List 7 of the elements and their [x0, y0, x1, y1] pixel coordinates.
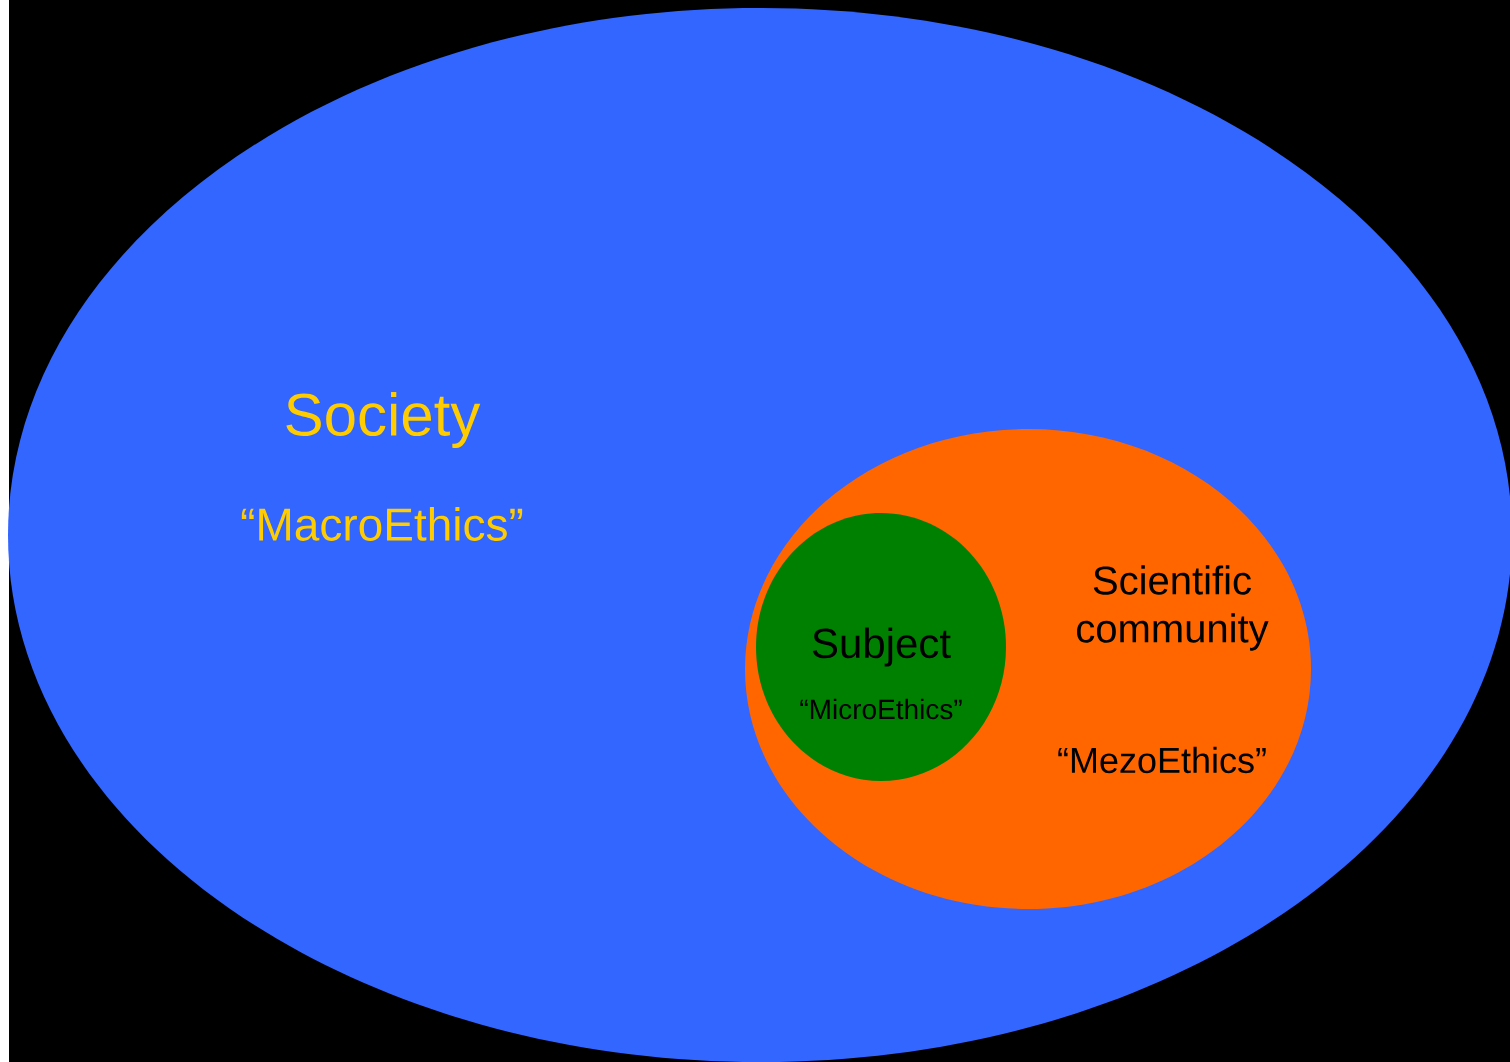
ellipse-title: Subject: [812, 627, 951, 667]
ethics-label: “MicroEthics”: [800, 698, 962, 720]
ellipse-title: Scientific community: [1077, 565, 1269, 651]
ethics-label: “MezoEthics”: [1058, 746, 1266, 774]
ellipse-title: Society: [286, 392, 481, 448]
subject-circle: [756, 513, 1006, 781]
ethics-label: “MacroEthics”: [241, 507, 523, 541]
